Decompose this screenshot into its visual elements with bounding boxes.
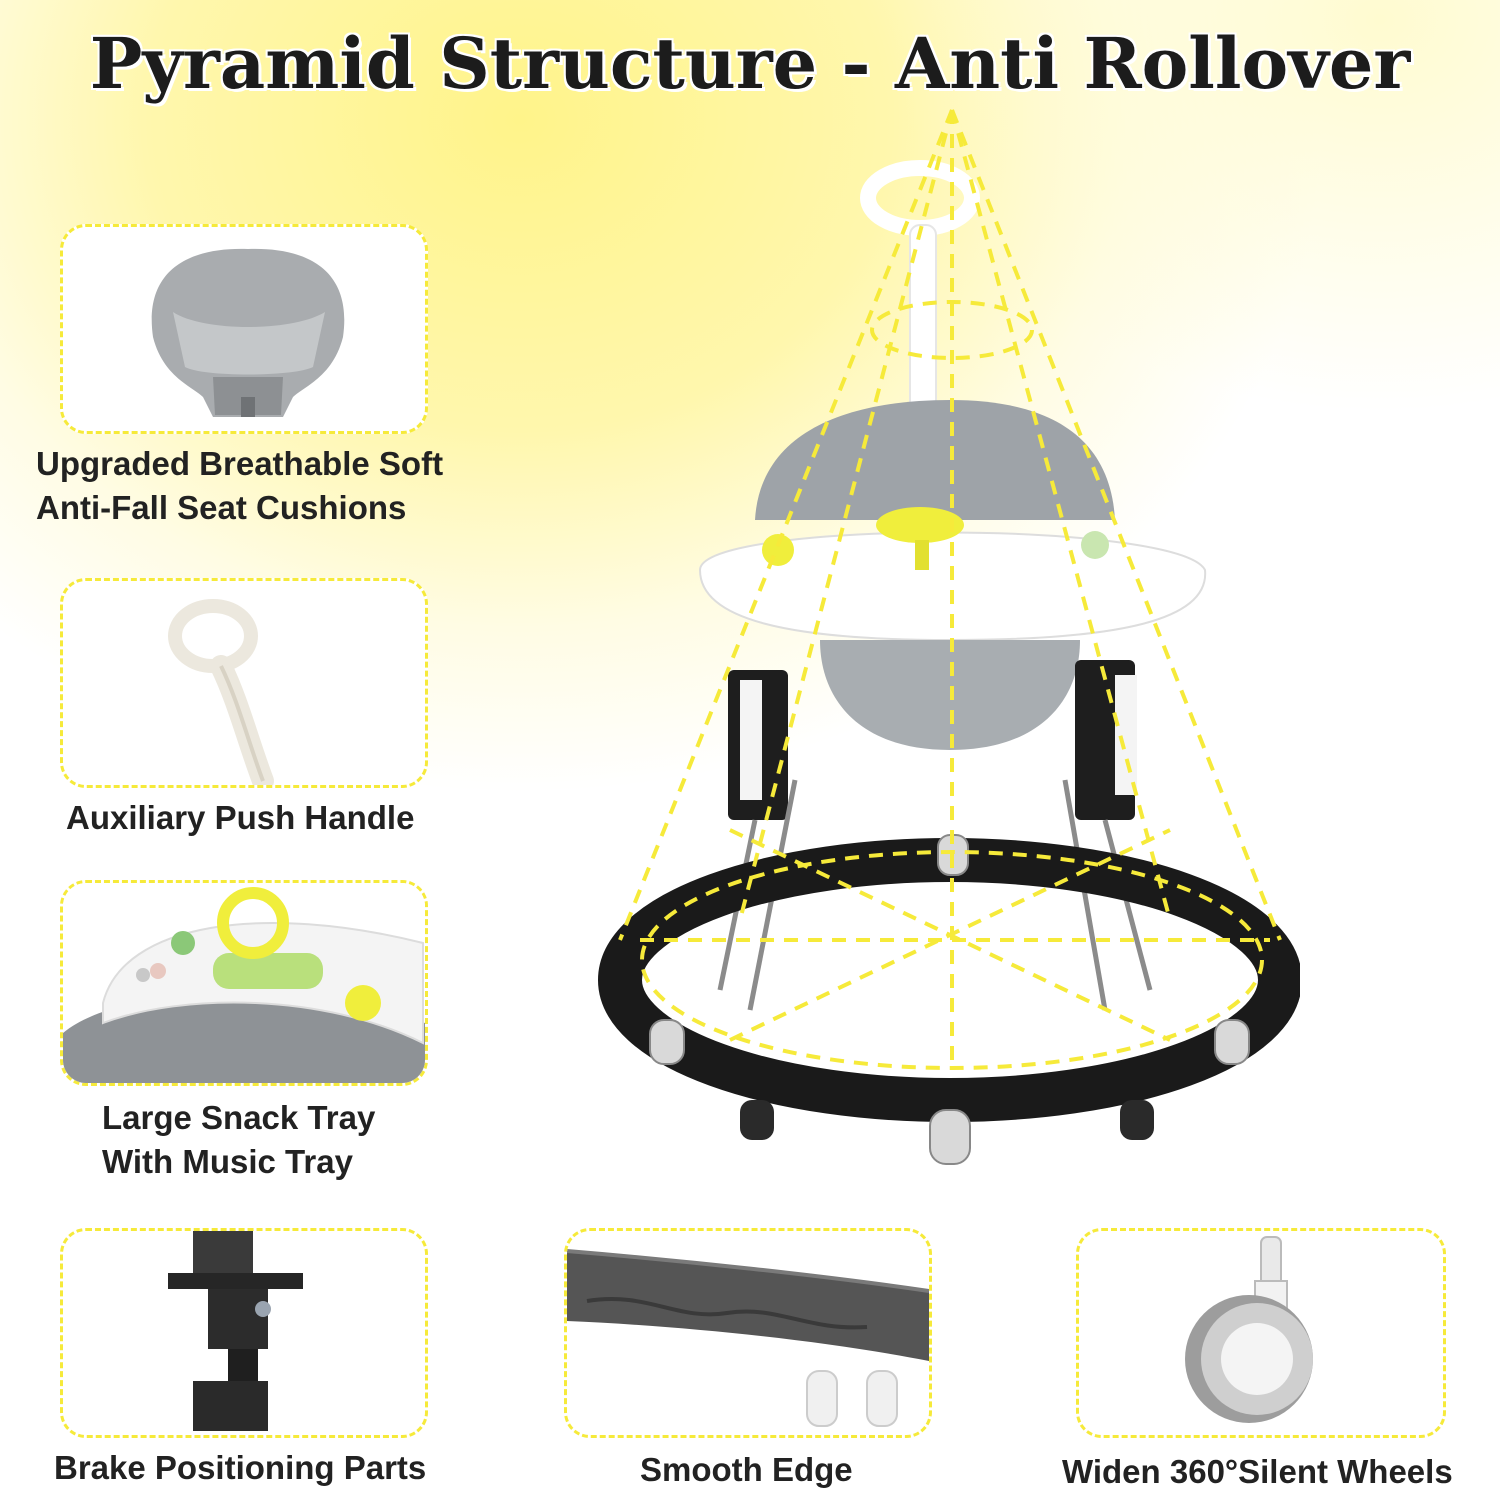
push-handle-card (60, 578, 428, 788)
smooth-edge-image (567, 1249, 929, 1427)
seat-cushion-card (60, 224, 428, 434)
push-handle-image (168, 599, 274, 785)
smooth-edge-caption: Smooth Edge (640, 1451, 853, 1488)
wheel-image (1185, 1236, 1313, 1423)
snack-tray-caption: Large Snack Tray With Music Tray (102, 1096, 375, 1184)
pyramid-overlay (618, 109, 1282, 1070)
steering-wheel-toy (876, 507, 964, 543)
snack-tray-card (60, 880, 428, 1086)
walker-tray (698, 531, 1207, 642)
push-handle-caption: Auxiliary Push Handle (66, 799, 415, 836)
tray-green-button (1081, 531, 1109, 559)
brake-card (60, 1228, 428, 1438)
snack-tray-caption-line1: Large Snack Tray (102, 1099, 376, 1136)
baby-walker-illustration (598, 109, 1300, 1165)
wheels-card (1076, 1228, 1446, 1438)
wheels-caption: Widen 360°Silent Wheels (1062, 1453, 1453, 1490)
page-title: Pyramid Structure - Anti Rollover (89, 22, 1411, 105)
tray-yellow-button (762, 534, 794, 566)
snack-tray-image (63, 883, 425, 1083)
snack-tray-caption-line2: With Music Tray (102, 1143, 353, 1180)
seat-cushion-caption-line2: Anti-Fall Seat Cushions (36, 489, 407, 526)
seat-cushion-caption: Upgraded Breathable Soft Anti-Fall Seat … (36, 442, 443, 530)
walker-handle-ring (860, 160, 980, 236)
walker-seat-back (755, 400, 1115, 520)
seat-cushion-caption-line1: Upgraded Breathable Soft (36, 445, 444, 482)
seat-cushion-image (151, 248, 345, 417)
brake-caption: Brake Positioning Parts (54, 1449, 427, 1486)
brake-image (168, 1231, 303, 1431)
smooth-edge-card (564, 1228, 932, 1438)
